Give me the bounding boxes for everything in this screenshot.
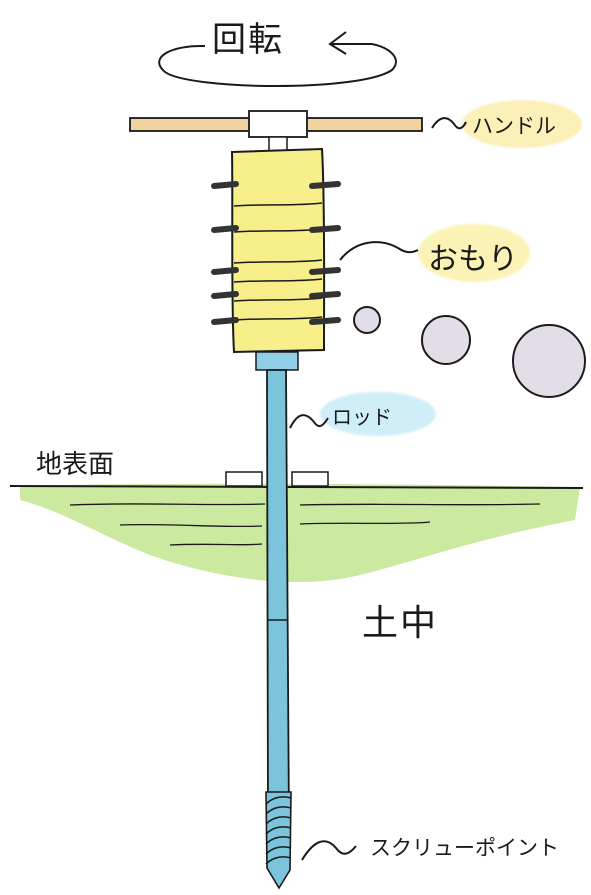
weight-clamp (309, 317, 341, 325)
ground-strokes (69, 503, 541, 546)
base-plate-left (225, 471, 263, 487)
screw-point (265, 791, 292, 890)
rotation-ellipse (158, 43, 397, 87)
weights-label-highlight (418, 224, 530, 282)
label-connector-icon (339, 241, 419, 261)
weight-clamp (211, 267, 239, 275)
screw-thread (265, 846, 292, 855)
screw-thread (265, 836, 292, 845)
weight-clamp (309, 181, 341, 189)
rotation-indicator (158, 31, 397, 87)
small-circle (353, 306, 381, 334)
handle-hub (248, 110, 308, 138)
weight-clamps (211, 181, 341, 325)
handle-assembly (129, 110, 423, 156)
weight-clamp (211, 317, 239, 325)
screw-point-label: スクリューポイント (370, 836, 559, 860)
medium-circle (421, 315, 471, 365)
label-leaders (289, 117, 467, 861)
rod-label: ロッド (332, 405, 392, 429)
size-circles (353, 306, 586, 398)
handle-label: ハンドル (472, 114, 556, 138)
rotation-label: 回転 (212, 20, 284, 60)
rod-assembly (255, 351, 299, 890)
weights-label: おもり (428, 242, 518, 277)
ground-surface-line (9, 485, 584, 489)
underground-label: 土中 (362, 603, 439, 644)
weight-clamp (309, 267, 341, 275)
ground-area (9, 471, 584, 583)
weights-stack (211, 147, 341, 354)
ground-wash (20, 483, 580, 583)
label-connector-icon (301, 840, 357, 861)
label-connector-icon (431, 117, 467, 130)
screw-thread (265, 856, 292, 865)
base-plate-right (291, 471, 329, 487)
screw-thread (265, 806, 292, 815)
screw-thread (265, 796, 292, 805)
label-connector-icon (289, 414, 329, 429)
rod-label-highlight (320, 392, 436, 436)
large-circle (512, 324, 586, 398)
handle-label-highlight (462, 100, 582, 148)
screw-tip (265, 791, 292, 890)
weights-body (230, 147, 326, 354)
rotation-arrow-icon (328, 31, 372, 55)
ground-surface-label: 地表面 (36, 450, 115, 480)
weight-clamp (211, 225, 239, 233)
screw-threads (265, 796, 292, 865)
rod-top-block (255, 351, 299, 371)
weight-clamp (309, 291, 341, 299)
rod-shaft (266, 369, 290, 827)
weight-clamp (211, 181, 239, 189)
weight-clamp (211, 291, 239, 299)
weight-clamp (309, 225, 341, 233)
screw-thread (265, 826, 292, 835)
screw-thread (265, 816, 292, 825)
